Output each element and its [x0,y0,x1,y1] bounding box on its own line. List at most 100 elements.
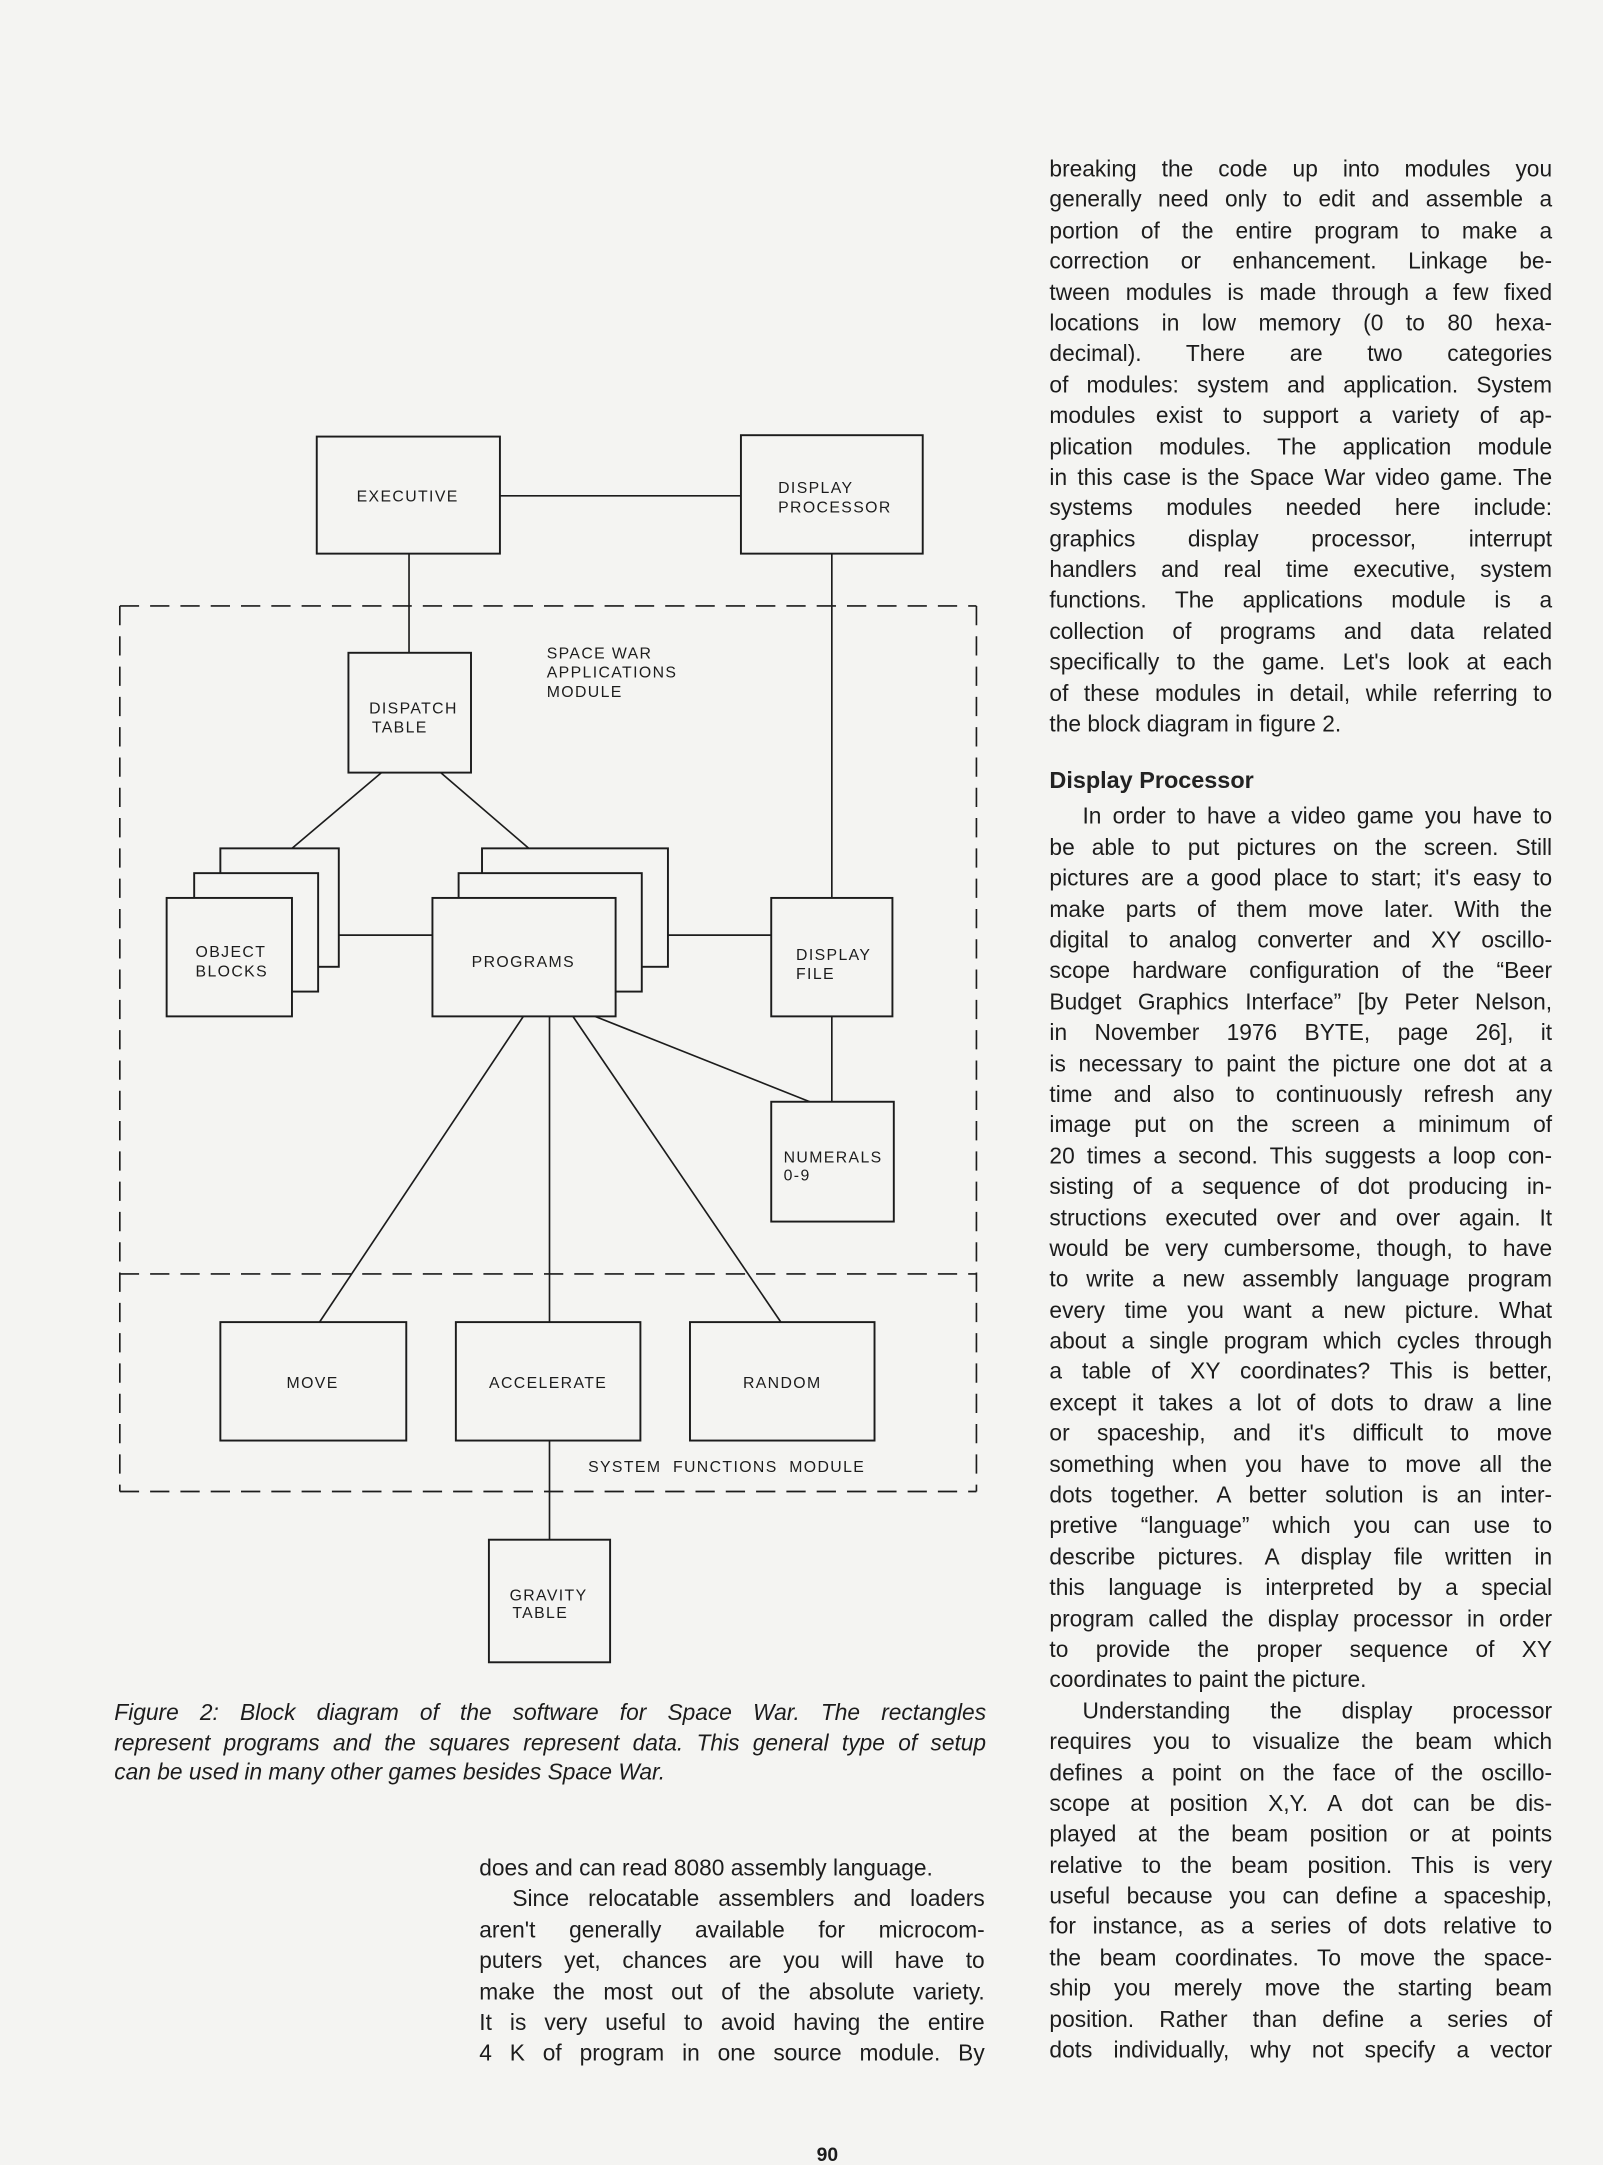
text-line: systems modules needed here include: [1049,496,1553,521]
connector [291,771,383,849]
figure-caption: Figure 2: Block diagram of the software … [114,1699,986,1788]
text-line: functions. The applications module is a [1049,588,1553,614]
text-line: tween modules is made through a few fixe… [1049,280,1553,306]
text-line: scope at position X,Y. A dot can be dis- [1049,1791,1553,1817]
text-line: make parts of them move later. With the [1049,897,1553,923]
label-line: MODULE [547,684,623,701]
text-line: position. Rather than define a series of [1049,2007,1553,2033]
text-line: In order to have a video game you have t… [1082,804,1553,830]
connector [572,1015,782,1323]
text-line: this language is interpreted by a specia… [1049,1575,1553,1601]
text-line: It is very useful to avoid having the en… [479,2010,985,2036]
text-line: collection of programs and data related [1049,619,1553,645]
label-line: DISPLAY [796,947,871,964]
text-line: pretive “language” which you can use to [1049,1514,1553,1539]
text-line: defines a point on the face of the oscil… [1049,1760,1553,1786]
label-line: PROGRAMS [472,954,575,971]
applications-module-boundary [118,605,978,1493]
text-line: aren't generally available for microcom- [479,1918,985,1943]
text-line: describe pictures. A display file writte… [1049,1544,1553,1570]
text-line: every time you want a new picture. What [1049,1298,1553,1324]
text-line: represent programs and the squares repre… [114,1730,987,1756]
text-line: about a single program which cycles thro… [1049,1329,1553,1354]
text-line: Figure 2: Block diagram of the software … [114,1700,987,1726]
text-line: ship you merely move the starting beam [1049,1976,1553,2002]
label-line: BLOCKS [196,963,268,980]
text-line: sisting of a sequence of dot producing i… [1049,1174,1553,1200]
label-line: APPLICATIONS [547,665,678,682]
text-line: for instance, as a series of dots relati… [1049,1914,1553,1940]
text-line: be able to put pictures on the screen. S… [1049,835,1553,861]
text-line: handlers and real time executive, system [1049,557,1553,583]
spacer [1049,740,1552,766]
connector [318,1015,525,1323]
label-line: TABLE [512,1605,568,1622]
text-line: relative to the beam position. This is v… [1049,1853,1553,1879]
text-line: Since relocatable assemblers and loaders [512,1887,985,1913]
connector [594,1015,811,1103]
block-diagram: EXECUTIVE DISPLAY PROCESSOR SPACE WAR AP… [118,434,978,1664]
text-line: correction or enhancement. Linkage be- [1049,249,1553,275]
text-line: program called the display processor in … [1049,1606,1553,1632]
label-line: MOVE [287,1375,339,1392]
text-line: useful because you can define a spaceshi… [1049,1884,1553,1909]
dispatch-table-box: DISPATCH TABLE [347,651,472,774]
section-heading: Display Processor [1049,767,1254,794]
executive-label: EXECUTIVE [357,488,459,505]
object-blocks-stack: OBJECT BLOCKS [165,847,340,1018]
accelerate-box: ACCELERATE [454,1321,642,1442]
text-line: puters yet, chances are you will have to [479,1948,985,1974]
label-line: ACCELERATE [489,1375,607,1392]
text-line: dots individually, why not specify a vec… [1049,2038,1553,2064]
text-line: plication modules. The application modul… [1049,434,1553,460]
display-processor-label: DISPLAY [778,480,853,497]
text-line: is necessary to paint the picture one do… [1049,1051,1553,1077]
text-line: scope hardware configuration of the “Bee… [1049,959,1553,984]
executive-box: EXECUTIVE [315,435,501,555]
connector [440,771,530,849]
text-line: to write a new assembly language program [1049,1267,1553,1293]
label-line: 0-9 [784,1167,811,1184]
text-line: would be very cumbersome, though, to hav… [1049,1236,1553,1262]
text-line: of these modules in detail, while referr… [1049,681,1553,707]
text-line: the block diagram in figure 2. [1049,712,1342,737]
text-line: modules exist to support a variety of ap… [1049,403,1553,429]
label-line: DISPATCH [369,700,458,717]
connectors [291,494,833,1540]
text-line: requires you to visualize the beam which [1049,1729,1553,1755]
display-processor-box: DISPLAY PROCESSOR [739,434,924,555]
text-line: graphics display processor, interrupt [1049,527,1553,552]
display-file-box: DISPLAY FILE [770,896,894,1018]
text-line: generally need only to edit and assemble… [1049,187,1553,213]
label-line: FILE [796,966,835,983]
text-line: 4 K of program in one source module. By [479,2041,985,2067]
text-line: make the most out of the absolute variet… [479,1979,985,2005]
system-functions-module-label: SYSTEM FUNCTIONS MODULE [588,1459,865,1476]
label-line: OBJECT [196,944,267,961]
text-line: coordinates to paint the picture. [1049,1668,1367,1694]
text-line: specifically to the game. Let's look at … [1049,650,1553,676]
right-text-column: breaking the code up into modules you gen… [1049,154,1552,2066]
text-line: of modules: system and application. Syst… [1049,372,1553,398]
text-line: except it takes a lot of dots to draw a … [1049,1390,1553,1416]
programs-stack: PROGRAMS [431,847,669,1018]
applications-module-label: SPACE WAR APPLICATIONS MODULE [547,645,678,701]
text-line: can be used in many other games besides … [114,1760,666,1785]
text-line: or spaceship, and it's difficult to move [1049,1421,1553,1447]
text-line: the beam coordinates. To move the space- [1049,1945,1553,1971]
text-line: breaking the code up into modules you [1049,157,1553,182]
label-line: NUMERALS [784,1149,883,1166]
display-processor-label: PROCESSOR [778,499,892,516]
label-line: SPACE WAR [547,645,653,662]
text-line: time and also to continuously refresh an… [1049,1082,1553,1108]
numerals-box: NUMERALS 0-9 [770,1100,895,1223]
text-line: 20 times a second. This suggests a loop … [1049,1144,1553,1169]
text-line: something when you have to move all the [1049,1452,1553,1478]
move-box: MOVE [219,1321,408,1442]
text-line: to provide the proper sequence of XY [1049,1637,1553,1663]
text-line: Understanding the display processor [1082,1699,1553,1724]
text-line: dots together. A better solution is an i… [1049,1483,1553,1509]
text-line: Budget Graphics Interface” [by Peter Nel… [1049,989,1553,1015]
text-line: does and can read 8080 assembly language… [479,1856,933,1882]
